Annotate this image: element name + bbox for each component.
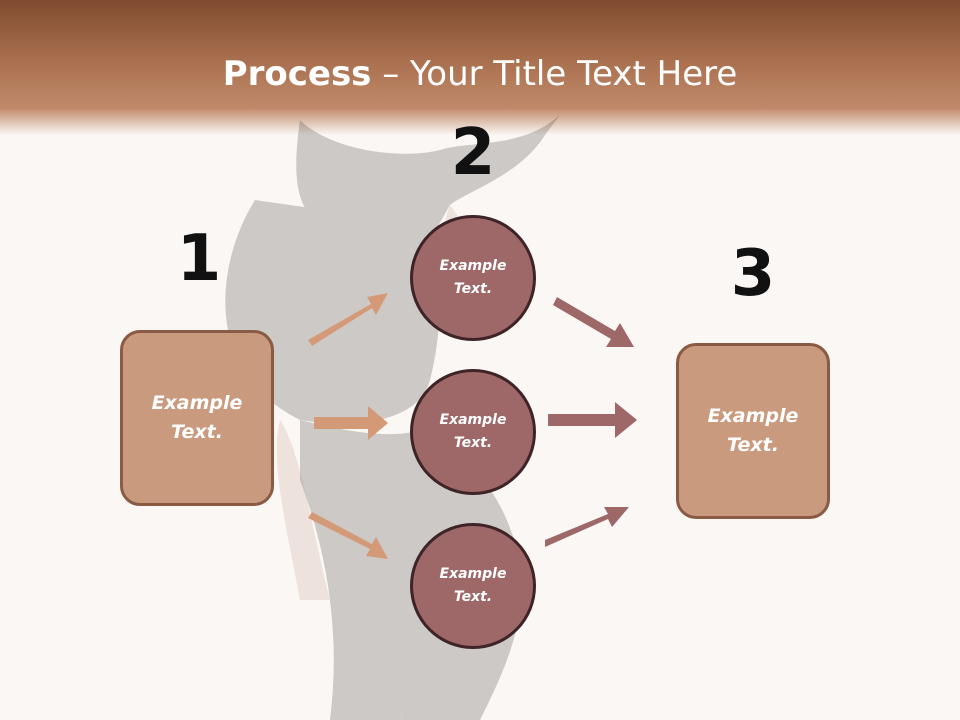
step-number-1: 1	[176, 222, 222, 296]
arrow-top-out	[553, 297, 634, 347]
title-rest: – Your Title Text Here	[371, 54, 738, 94]
circle-1-line1: Example	[439, 258, 507, 274]
step-number-2: 2	[450, 116, 496, 190]
circle-2-line2: Text.	[453, 435, 493, 451]
circle-3-line1: Example	[439, 566, 507, 582]
title-bar	[0, 0, 960, 135]
left-box-line1: Example	[151, 392, 243, 414]
slide-title: Process – Your Title Text Here	[0, 52, 960, 96]
step-number-3: 3	[730, 237, 776, 311]
arrow-right	[314, 406, 388, 440]
circle-3-line2: Text.	[453, 589, 493, 605]
arrow-down-right	[308, 512, 388, 559]
arrow-up-right	[308, 293, 388, 346]
circle-1-line2: Text.	[453, 281, 493, 297]
right-box-line1: Example	[707, 405, 799, 427]
circle-2-line1: Example	[439, 412, 507, 428]
title-bold: Process	[222, 54, 372, 94]
left-box-line2: Text.	[171, 421, 223, 443]
arrow-middle-out	[548, 402, 637, 438]
arrow-bottom-out	[545, 507, 629, 547]
right-box-line2: Text.	[727, 434, 779, 456]
